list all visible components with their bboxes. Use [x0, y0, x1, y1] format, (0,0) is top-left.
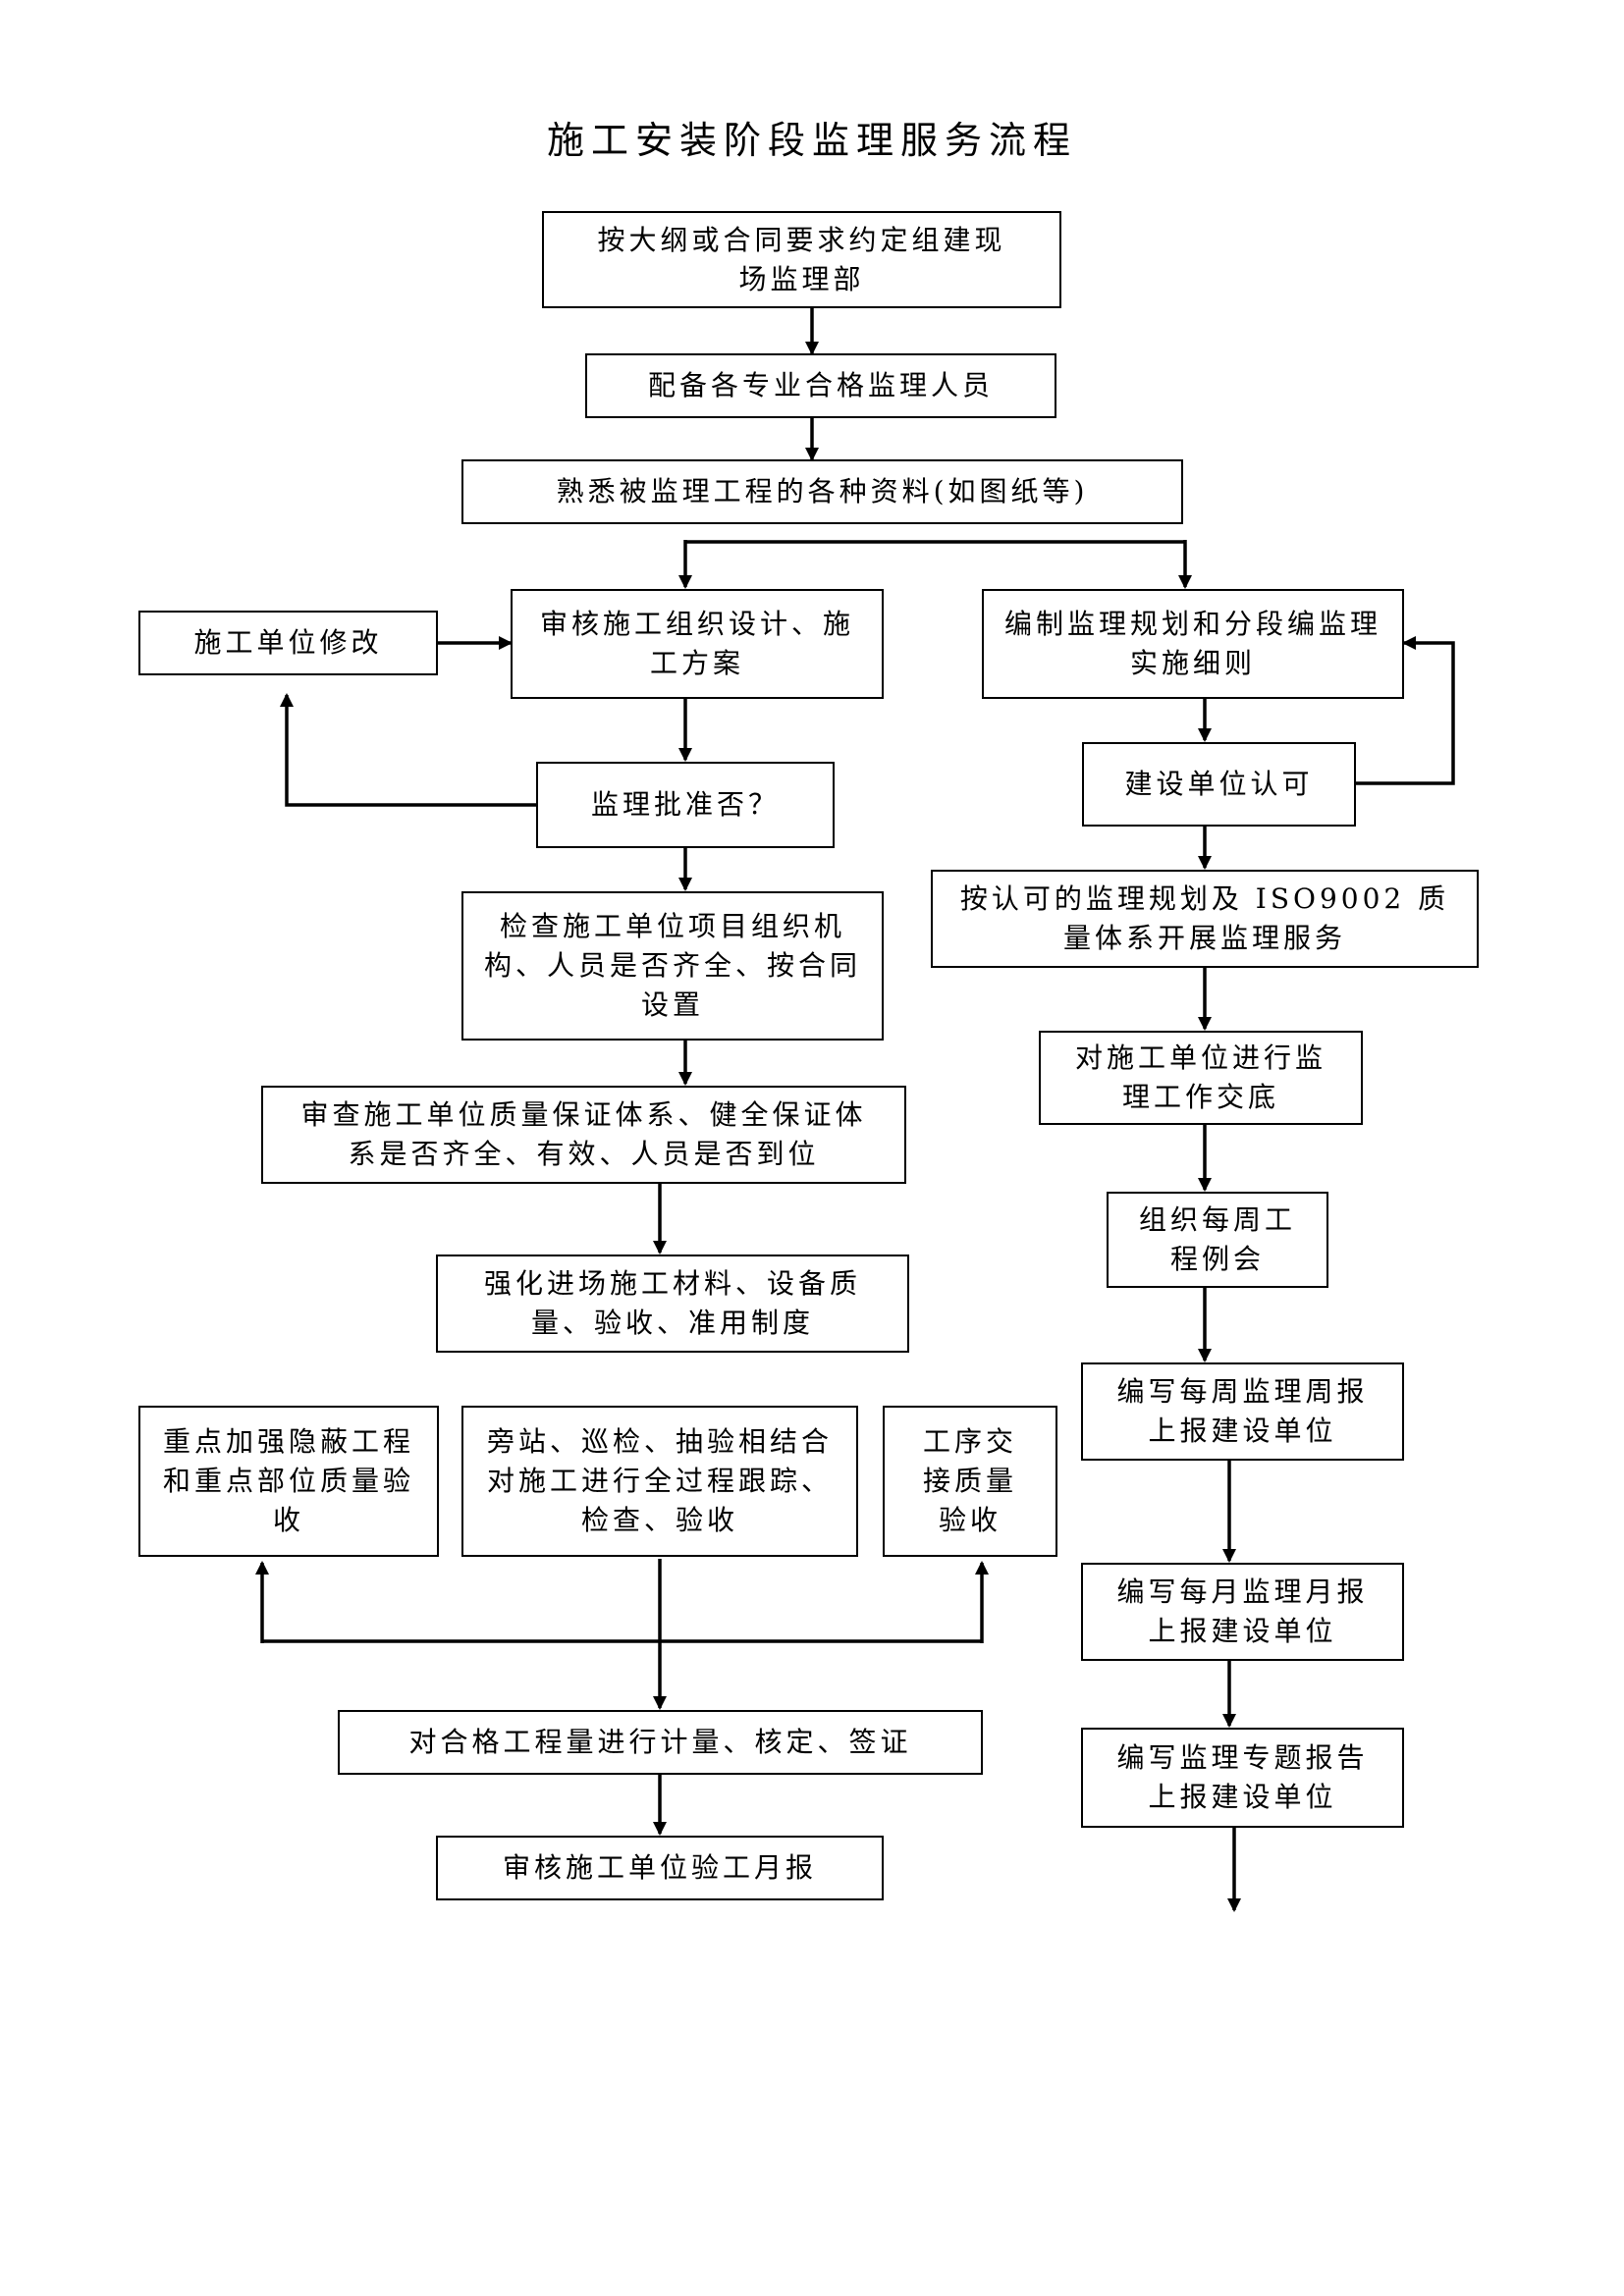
node-review-monthly-report: 审核施工单位验工月报: [436, 1836, 884, 1900]
arrow-n6-n5: [280, 693, 536, 807]
node-process-handover-acceptance: 工序交接质量验收: [883, 1406, 1057, 1557]
page-title: 施工安装阶段监理服务流程: [546, 119, 1077, 162]
node-weekly-meeting: 组织每周工程例会: [1107, 1192, 1328, 1288]
node-weekly-report: 编写每周监理周报上报建设单位: [1081, 1362, 1404, 1461]
node-review-quality-system: 审查施工单位质量保证体系、健全保证体系是否齐全、有效、人员是否到位: [261, 1086, 906, 1184]
node-check-contractor-organization: 检查施工单位项目组织机构、人员是否齐全、按合同设置: [461, 891, 884, 1041]
node-form-site-team: 按大纲或合同要求约定组建现场监理部: [542, 211, 1061, 308]
node-quantity-certification: 对合格工程量进行计量、核定、签证: [338, 1710, 983, 1775]
node-iso9002-service: 按认可的监理规划及 ISO9002 质量体系开展监理服务: [931, 870, 1479, 968]
node-supervision-briefing: 对施工单位进行监理工作交底: [1039, 1031, 1363, 1125]
node-contractor-revise: 施工单位修改: [138, 611, 438, 675]
node-special-report: 编写监理专题报告上报建设单位: [1081, 1728, 1404, 1828]
node-review-construction-plan: 审核施工组织设计、施工方案: [511, 589, 884, 699]
node-monthly-report: 编写每月监理月报上报建设单位: [1081, 1563, 1404, 1661]
node-supervision-plan: 编制监理规划和分段编监理实施细则: [982, 589, 1404, 699]
node-concealed-work-acceptance: 重点加强隐蔽工程和重点部位质量验收: [138, 1406, 439, 1557]
node-material-acceptance: 强化进场施工材料、设备质量、验收、准用制度: [436, 1255, 909, 1353]
node-assign-staff: 配备各专业合格监理人员: [585, 353, 1056, 418]
node-full-process-tracking: 旁站、巡检、抽验相结合对施工进行全过程跟踪、检查、验收: [461, 1406, 858, 1557]
arrow-r2-r1: [1356, 636, 1455, 785]
node-owner-approval: 建设单位认可: [1082, 742, 1356, 827]
node-study-documents: 熟悉被监理工程的各种资料(如图纸等): [461, 459, 1183, 524]
node-approval-decision: 监理批准否？: [536, 762, 835, 848]
